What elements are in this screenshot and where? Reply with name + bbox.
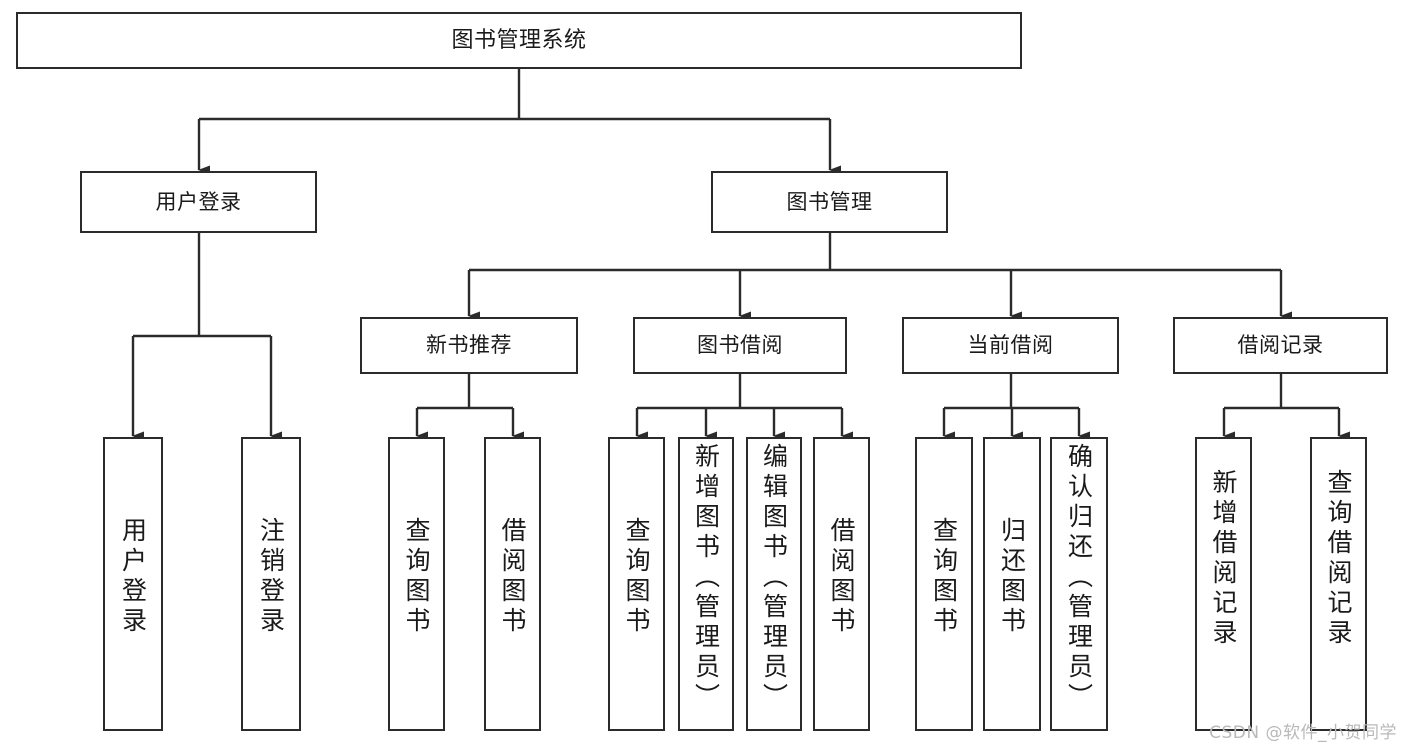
node-root-system[interactable]: 图书管理系统: [16, 12, 1022, 69]
node-book-management[interactable]: 图书管理: [711, 171, 948, 233]
node-user-login[interactable]: 用户登录: [80, 171, 317, 233]
node-label: 新增图书（管理员）: [691, 443, 721, 713]
node-borrowing-record[interactable]: 借阅记录: [1173, 317, 1388, 374]
node-label: 注销登录: [256, 517, 286, 637]
node-label: 新书推荐: [426, 333, 512, 358]
leaf-add-borrow-record[interactable]: 新增借阅记录: [1195, 437, 1252, 731]
node-label: 借阅记录: [1237, 333, 1324, 358]
leaf-return-book[interactable]: 归还图书: [983, 437, 1041, 731]
node-label: 归还图书: [997, 517, 1027, 637]
node-label: 图书管理: [786, 189, 873, 214]
node-label: 借阅图书: [827, 517, 856, 637]
node-label: 当前借阅: [967, 333, 1054, 358]
leaf-add-book-admin[interactable]: 新增图书（管理员）: [678, 437, 734, 731]
node-book-borrowing[interactable]: 图书借阅: [633, 317, 847, 374]
node-label: 新增借阅记录: [1209, 469, 1238, 649]
node-new-book-recommendation[interactable]: 新书推荐: [360, 317, 578, 374]
node-label: 编辑图书（管理员）: [759, 443, 789, 713]
leaf-user-login[interactable]: 用户登录: [103, 437, 163, 731]
leaf-confirm-return-admin[interactable]: 确认归还（管理员）: [1050, 437, 1108, 731]
watermark-text: CSDN @软件_小贺同学: [1209, 723, 1397, 743]
node-label: 查询图书: [622, 517, 651, 637]
node-label: 图书借阅: [697, 333, 783, 358]
node-label: 确认归还（管理员）: [1064, 443, 1094, 713]
node-label: 用户登录: [155, 189, 242, 214]
leaf-borrow-book-recommendation[interactable]: 借阅图书: [484, 437, 541, 731]
node-label: 查询借阅记录: [1324, 469, 1353, 649]
node-label: 用户登录: [118, 517, 148, 637]
node-label: 查询图书: [929, 517, 959, 637]
leaf-borrow-book-borrowing[interactable]: 借阅图书: [813, 437, 870, 731]
leaf-query-borrow-record[interactable]: 查询借阅记录: [1310, 437, 1367, 731]
leaf-edit-book-admin[interactable]: 编辑图书（管理员）: [746, 437, 802, 731]
leaf-logout[interactable]: 注销登录: [241, 437, 301, 731]
node-label: 图书管理系统: [451, 27, 587, 53]
node-label: 借阅图书: [498, 517, 527, 637]
leaf-query-book-recommendation[interactable]: 查询图书: [388, 437, 445, 731]
node-current-borrowing[interactable]: 当前借阅: [902, 317, 1119, 374]
leaf-query-book-borrowing[interactable]: 查询图书: [608, 437, 665, 731]
leaf-query-book-current[interactable]: 查询图书: [915, 437, 973, 731]
node-label: 查询图书: [402, 517, 431, 637]
